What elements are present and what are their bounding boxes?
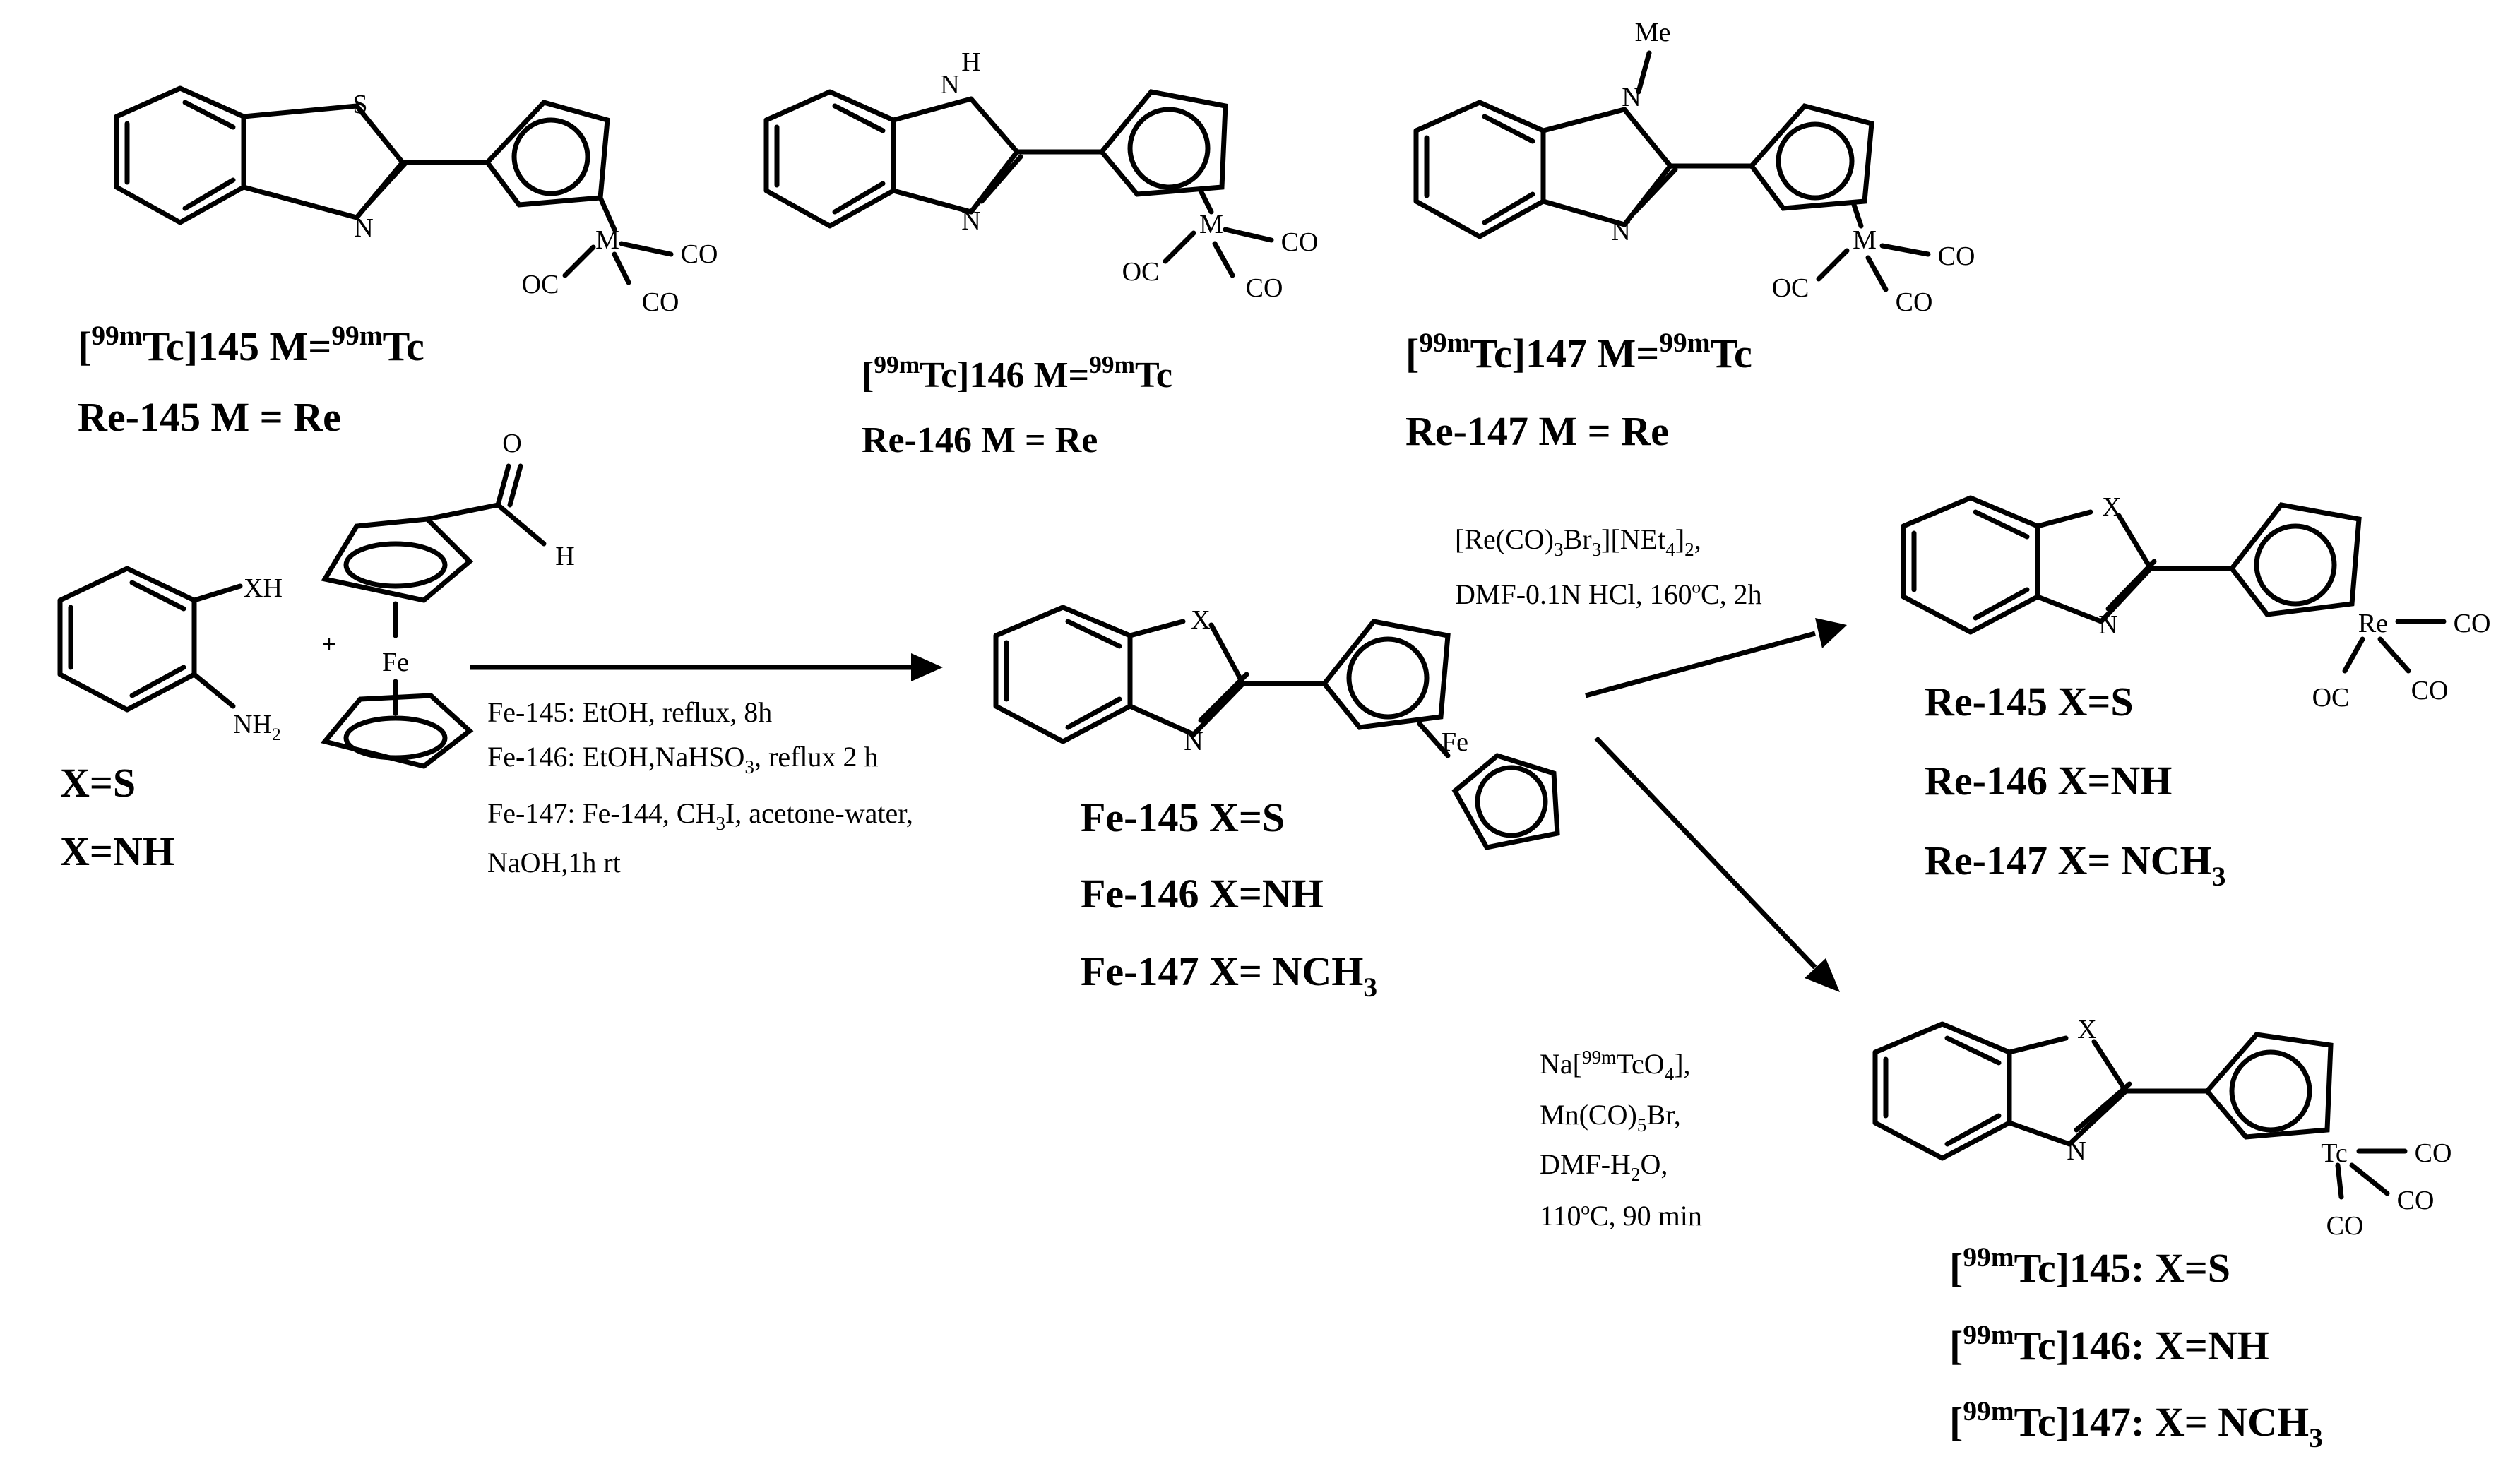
label-145-tc: [99mTc]145 M=99mTc [78,320,424,369]
conditions-fe-line2: Fe-146: EtOH,NaHSO3, reflux 2 h [487,741,879,778]
atom-m: M [1199,210,1223,239]
label-147-re: Re-147 M = Re [1405,408,1669,454]
atom-n: N [1622,83,1641,112]
atom-m: M [595,225,619,255]
conditions-fe-line1: Fe-145: EtOH, reflux, 8h [487,696,772,728]
reactant-aniline: XH NH2 [57,566,283,744]
atom-co: CO [1281,227,1319,257]
atom-n: N [940,70,959,100]
structure-145: S N M CO OC CO [114,85,718,317]
atom-s: S [352,90,367,119]
label-x-s: X=S [60,760,136,806]
atom-x: X [2077,1015,2096,1044]
atom-n: N [1611,217,1630,246]
conditions-fe-line3: Fe-147: Fe-144, CH3I, acetone-water, [487,797,913,834]
atom-n: N [1184,727,1203,756]
structure-146: H N N M CO OC CO [763,47,1319,303]
atom-oc: OC [1772,273,1809,303]
structure-re-product: X N Re CO OC CO [1901,492,2491,713]
label-146-re: Re-146 M = Re [862,420,1098,460]
re-label-147: Re-147 X= NCH3 [1925,838,2225,892]
conditions-tc-line2: Mn(CO)5Br, [1540,1099,1681,1136]
atom-co: CO [1246,273,1283,303]
atom-n: N [2098,610,2117,640]
atom-tc: Tc [2321,1138,2347,1168]
atom-n: N [354,213,373,243]
structure-tc-product: X N Tc CO CO CO [1872,1015,2452,1241]
tc-label-145: [99mTc]145: X=S [1949,1241,2230,1291]
plus-sign: + [321,630,337,660]
atom-h: H [555,542,574,571]
conditions-tc-line4: 110ºC, 90 min [1540,1200,1702,1232]
arrow-step-1 [470,653,943,681]
atom-x: X [2102,492,2121,522]
re-label-145: Re-145 X=S [1925,679,2134,725]
atom-co: CO [681,239,718,269]
atom-re: Re [2358,609,2388,638]
atom-co: CO [2411,676,2449,705]
atom-n: N [961,206,980,236]
tc-label-147: [99mTc]147: X= NCH3 [1949,1395,2323,1453]
atom-oc: OC [1122,257,1160,287]
atom-fe: Fe [382,648,409,677]
arrow-tc [1594,736,1840,992]
atom-co: CO [642,287,679,317]
atom-co: CO [2326,1211,2364,1241]
atom-x: X [1191,605,1210,635]
label-147-tc: [99mTc]147 M=99mTc [1405,327,1752,376]
tc-label-146: [99mTc]146: X=NH [1949,1319,2269,1369]
atom-co: CO [2415,1138,2452,1168]
fe-label-145: Fe-145 X=S [1081,794,1285,840]
structure-fe-product: X N Fe [993,605,1560,850]
label-145-re: Re-145 M = Re [78,394,341,440]
atom-co: CO [2454,609,2491,638]
reactant-ferrocene-aldehyde: O H Fe [320,429,575,769]
structure-147: Me N N M CO OC CO [1413,18,1975,317]
label-x-nh: X=NH [60,828,174,874]
atom-co: CO [1938,242,1975,271]
re-label-146: Re-146 X=NH [1925,758,2172,804]
atom-h: H [961,47,980,77]
conditions-tc-line3: DMF-H2O, [1540,1148,1668,1185]
atom-fe: Fe [1442,727,1468,757]
atom-n: N [2067,1136,2086,1166]
conditions-tc-line1: Na[99mTcO4], [1540,1047,1691,1085]
atom-o: O [502,429,521,458]
conditions-re-line2: DMF-0.1N HCl, 160ºC, 2h [1455,578,1762,610]
conditions-fe-line4: NaOH,1h rt [487,847,621,879]
atom-oc: OC [2312,683,2350,713]
conditions-re-line1: [Re(CO)3Br3][NEt4]2, [1455,523,1701,560]
atom-oc: OC [522,270,559,299]
label-146-tc: [99mTc]146 M=99mTc [862,350,1172,395]
atom-nh2: NH2 [233,710,281,744]
atom-me: Me [1635,18,1671,47]
atom-co: CO [2397,1186,2435,1215]
fe-label-147: Fe-147 X= NCH3 [1081,948,1377,1003]
arrow-re [1585,618,1847,698]
atom-xh: XH [244,573,283,603]
atom-m: M [1853,225,1877,255]
atom-co: CO [1896,287,1933,317]
fe-label-146: Fe-146 X=NH [1081,871,1324,917]
